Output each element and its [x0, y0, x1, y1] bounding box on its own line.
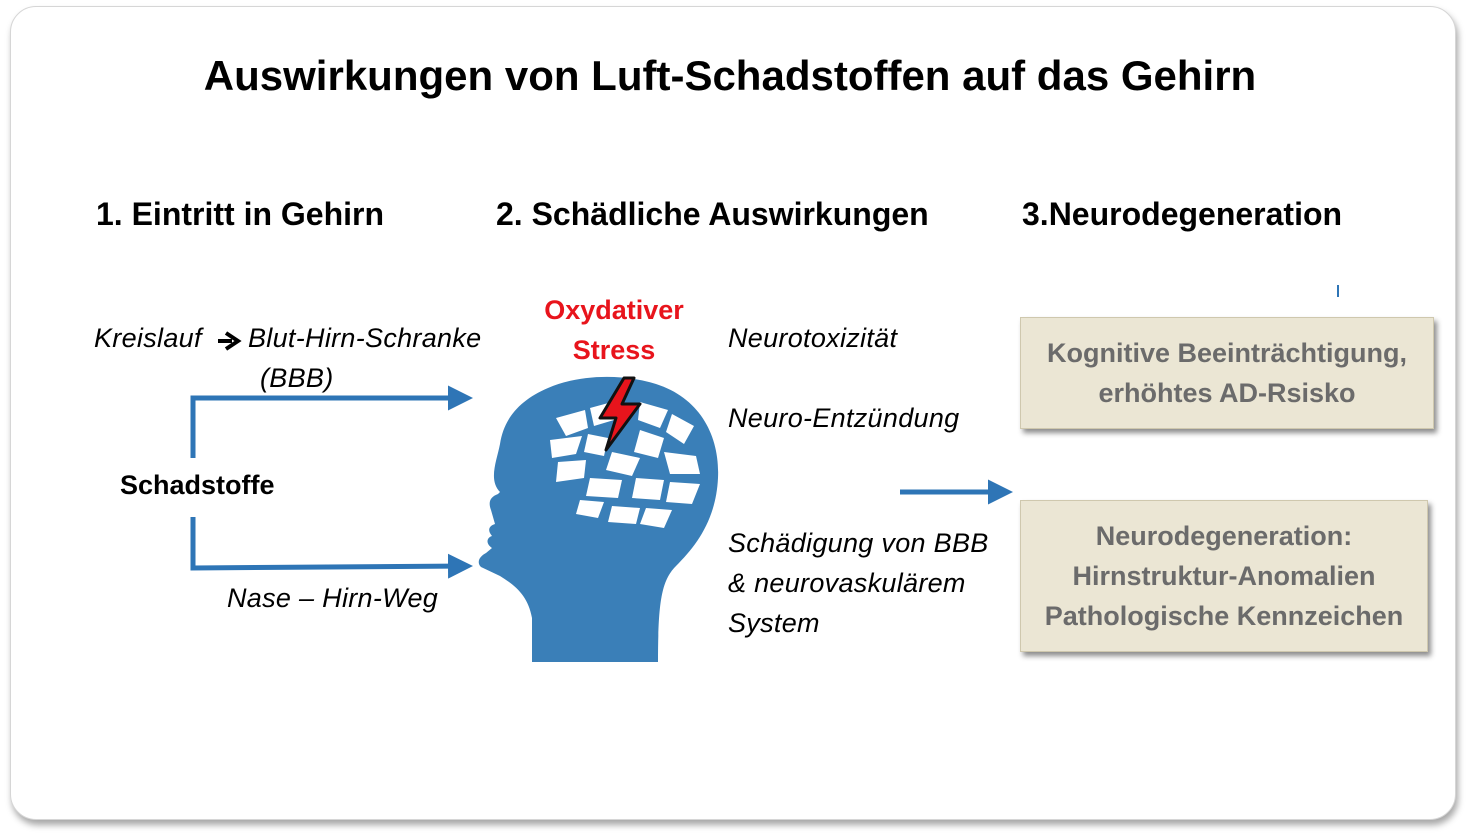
route-circulation-label: Kreislauf [94, 323, 202, 353]
effect-neurotoxicity: Neurotoxizität [728, 323, 898, 353]
outcome-neuro-line2: Hirnstruktur-Anomalien [1072, 561, 1376, 591]
route-nose-brain-label: Nase – Hirn-Weg [227, 583, 439, 613]
effect-bbb-damage: Schädigung von BBB & neurovaskulärem Sys… [728, 523, 989, 643]
lightning-bolt-icon [598, 376, 642, 452]
step-heading-effects: 2. Schädliche Auswirkungen [496, 196, 929, 232]
route-bbb-label: Blut-Hirn-Schranke [248, 323, 482, 353]
oxidative-stress-label: Oxydativer Stress [534, 290, 694, 370]
route-bbb-abbr: (BBB) [260, 363, 334, 393]
outcome-cognitive-line2: erhöhtes AD-Rsisko [1098, 378, 1356, 408]
circulation-to-bbb-arrow-icon [218, 331, 242, 351]
effect-neuroinflammation: Neuro-Entzündung [728, 403, 960, 433]
oxidative-stress-line1: Oxydativer [544, 295, 684, 325]
head-brain-icon [478, 376, 719, 662]
outcome-box-cognitive: Kognitive Beeinträchtigung, erhöhtes AD-… [1020, 317, 1434, 429]
page-title: Auswirkungen von Luft-Schadstoffen auf d… [203, 52, 1257, 99]
step-heading-neurodegeneration: 3.Neurodegeneration [1022, 196, 1343, 232]
pollutants-label: Schadstoffe [120, 470, 275, 500]
outcome-neuro-line1: Neurodegeneration: [1095, 521, 1353, 551]
effect-bbb-damage-line1: Schädigung von BBB [728, 528, 989, 558]
effect-bbb-damage-line3: System [728, 608, 820, 638]
effect-bbb-damage-line2: & neurovaskulärem [728, 568, 966, 598]
step-heading-entry: 1. Eintritt in Gehirn [96, 196, 385, 232]
outcome-cognitive-line1: Kognitive Beeinträchtigung, [1046, 338, 1408, 368]
entry-top-route-arrow [190, 385, 473, 458]
outcome-box-neurodegeneration: Neurodegeneration: Hirnstruktur-Anomalie… [1020, 500, 1428, 652]
outcome-neuro-line3: Pathologische Kennzeichen [1044, 601, 1404, 631]
entry-bottom-route-arrow [190, 517, 473, 579]
oxidative-stress-line2: Stress [572, 335, 656, 365]
